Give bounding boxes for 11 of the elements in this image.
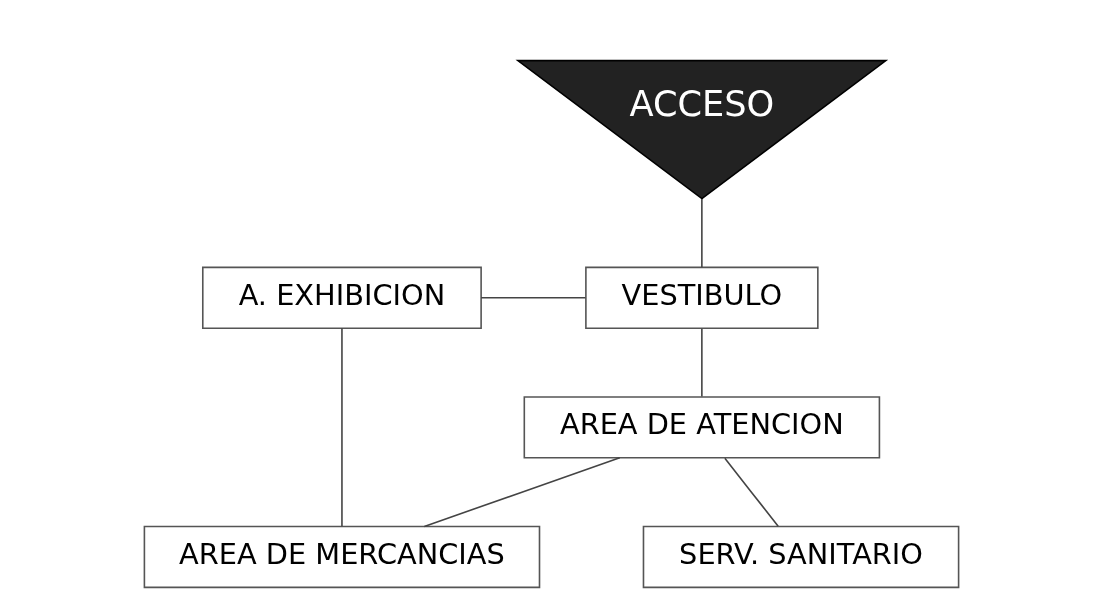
node-box: AREA DE MERCANCIAS — [143, 525, 540, 589]
node-box: SERV. SANITARIO — [642, 525, 959, 589]
connector — [723, 457, 779, 527]
connector — [340, 327, 343, 527]
connector — [700, 198, 703, 269]
node-box: AREA DE ATENCION — [523, 396, 880, 459]
connector — [700, 327, 703, 398]
connector — [479, 297, 586, 299]
node-box: A. EXHIBICION — [201, 266, 482, 329]
node-box: VESTIBULO — [584, 266, 819, 329]
connector — [423, 457, 621, 528]
